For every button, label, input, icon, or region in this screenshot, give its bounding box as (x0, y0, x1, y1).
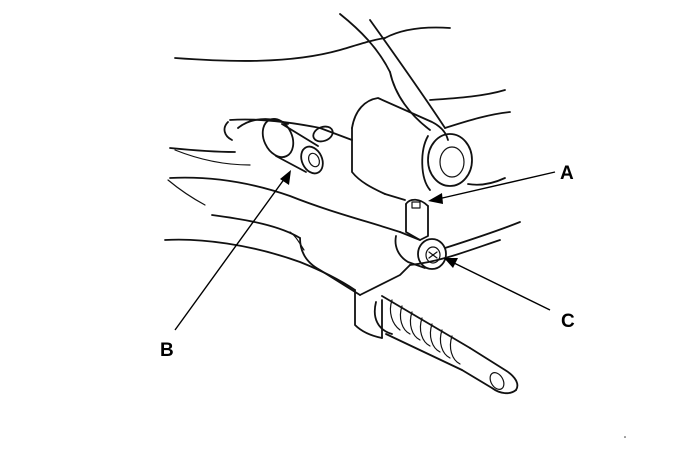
upper-housing (174, 13, 511, 131)
callout-label-c: C (561, 311, 575, 332)
leader-b (174, 170, 291, 331)
leader-a (428, 171, 556, 204)
callout-label-b: B (160, 340, 174, 361)
threaded-shaft (373, 295, 519, 395)
connector-assembly (394, 198, 447, 270)
dowel-pin (237, 118, 334, 175)
valve-body (164, 97, 521, 339)
leader-c (444, 258, 551, 311)
speck (624, 436, 626, 438)
callout-label-a: A (560, 163, 574, 184)
